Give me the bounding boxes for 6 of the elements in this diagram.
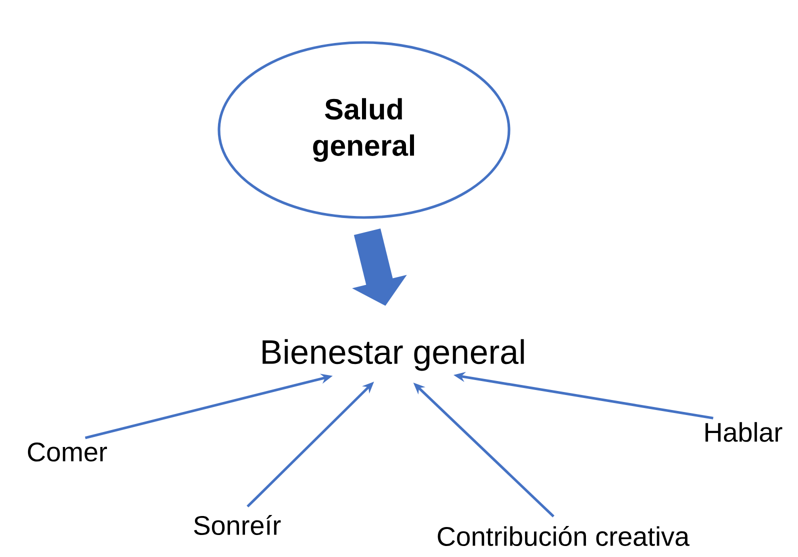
text-label: Sonreír: [194, 514, 281, 536]
text-label: Bienestar general: [262, 339, 524, 371]
text-label: Hablar: [706, 422, 782, 442]
text-label: Contribución creativa: [438, 526, 690, 546]
text-label: Comer: [28, 442, 107, 462]
oval-node: Salud general: [218, 41, 510, 219]
